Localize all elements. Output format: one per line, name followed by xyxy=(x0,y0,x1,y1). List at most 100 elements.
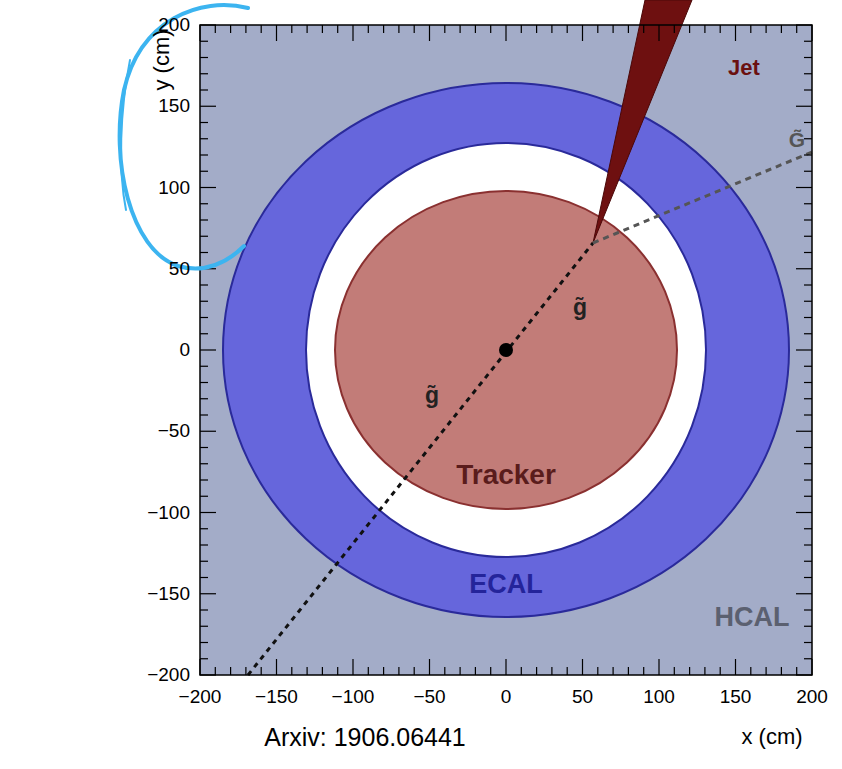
tick-label: 150 xyxy=(720,687,752,708)
axis-title: y (cm) xyxy=(150,29,174,90)
tick-mark xyxy=(704,667,705,675)
tick-mark xyxy=(804,317,812,318)
tick-mark xyxy=(796,593,812,594)
gluino-track xyxy=(248,243,593,675)
tick-mark xyxy=(200,593,216,594)
tick-mark xyxy=(475,25,476,33)
tick-mark xyxy=(200,349,216,350)
tick-mark xyxy=(200,138,208,139)
tick-mark xyxy=(536,25,537,33)
tick-mark xyxy=(804,463,812,464)
tick-mark xyxy=(322,667,323,675)
tick-mark xyxy=(200,626,208,627)
tick-mark xyxy=(322,25,323,33)
tick-mark xyxy=(735,25,736,41)
tick-mark xyxy=(368,25,369,33)
tick-mark xyxy=(750,667,751,675)
tick-mark xyxy=(200,122,208,123)
tick-mark xyxy=(200,431,216,432)
tick-mark xyxy=(811,659,812,675)
tick-mark xyxy=(765,25,766,33)
tick-mark xyxy=(521,25,522,33)
tick-mark xyxy=(689,25,690,33)
tick-mark xyxy=(199,659,200,675)
tick-mark xyxy=(720,667,721,675)
tick-mark xyxy=(804,528,812,529)
tick-mark xyxy=(200,252,208,253)
tick-mark xyxy=(536,667,537,675)
tick-mark xyxy=(643,25,644,33)
tick-mark xyxy=(781,667,782,675)
tick-mark xyxy=(628,667,629,675)
tick-mark xyxy=(674,667,675,675)
tick-mark xyxy=(200,544,208,545)
interaction-point xyxy=(499,343,513,357)
tick-label: 100 xyxy=(643,687,675,708)
tick-mark xyxy=(796,512,812,513)
tick-mark xyxy=(804,236,812,237)
tick-mark xyxy=(804,138,812,139)
tick-mark xyxy=(276,25,277,41)
tick-mark xyxy=(490,25,491,33)
tick-mark xyxy=(383,667,384,675)
tick-mark xyxy=(612,25,613,33)
tick-mark xyxy=(490,667,491,675)
axis-ticks xyxy=(200,25,812,675)
tick-label: 0 xyxy=(179,340,190,361)
particle-label: G̃ xyxy=(789,128,805,151)
tick-mark xyxy=(567,667,568,675)
tick-mark xyxy=(444,667,445,675)
tick-label: 150 xyxy=(158,96,190,117)
tick-mark xyxy=(307,25,308,33)
hcal-fill xyxy=(200,25,812,675)
tick-mark xyxy=(804,479,812,480)
tick-mark xyxy=(804,301,812,302)
tick-mark xyxy=(804,73,812,74)
tick-mark xyxy=(674,25,675,33)
tick-mark xyxy=(200,366,208,367)
tick-mark xyxy=(215,25,216,33)
ecal-inner-gap xyxy=(306,143,706,557)
tick-mark xyxy=(200,658,208,659)
tick-label: 0 xyxy=(501,687,512,708)
tick-mark xyxy=(200,219,208,220)
tick-mark xyxy=(597,25,598,33)
highlight-annotation xyxy=(121,60,130,210)
tick-mark xyxy=(475,667,476,675)
tick-mark xyxy=(804,57,812,58)
tick-mark xyxy=(735,659,736,675)
gravitino-track xyxy=(593,152,812,243)
tick-label: −50 xyxy=(158,421,190,442)
tick-label: −200 xyxy=(147,665,190,686)
tick-mark xyxy=(200,496,208,497)
tick-mark xyxy=(414,667,415,675)
tick-mark xyxy=(804,284,812,285)
tick-label: 100 xyxy=(158,177,190,198)
tick-mark xyxy=(291,667,292,675)
tick-mark xyxy=(460,25,461,33)
tick-mark xyxy=(804,414,812,415)
tick-mark xyxy=(804,561,812,562)
region-label: ECAL xyxy=(469,570,543,600)
tick-mark xyxy=(804,89,812,90)
tick-mark xyxy=(200,284,208,285)
tick-mark xyxy=(230,25,231,33)
tick-label: −150 xyxy=(255,687,298,708)
particle-label: g̃ xyxy=(425,383,439,408)
tick-label: −100 xyxy=(147,502,190,523)
tick-mark xyxy=(200,609,208,610)
tick-mark xyxy=(804,398,812,399)
tick-mark xyxy=(505,659,506,675)
tick-mark xyxy=(551,667,552,675)
ecal-outer xyxy=(223,83,789,617)
tick-mark xyxy=(200,463,208,464)
tick-mark xyxy=(307,667,308,675)
tick-mark xyxy=(200,106,216,107)
tick-mark xyxy=(804,447,812,448)
tick-mark xyxy=(368,667,369,675)
tick-mark xyxy=(804,252,812,253)
tick-mark xyxy=(199,25,200,41)
tick-mark xyxy=(261,25,262,33)
tick-mark xyxy=(804,41,812,42)
